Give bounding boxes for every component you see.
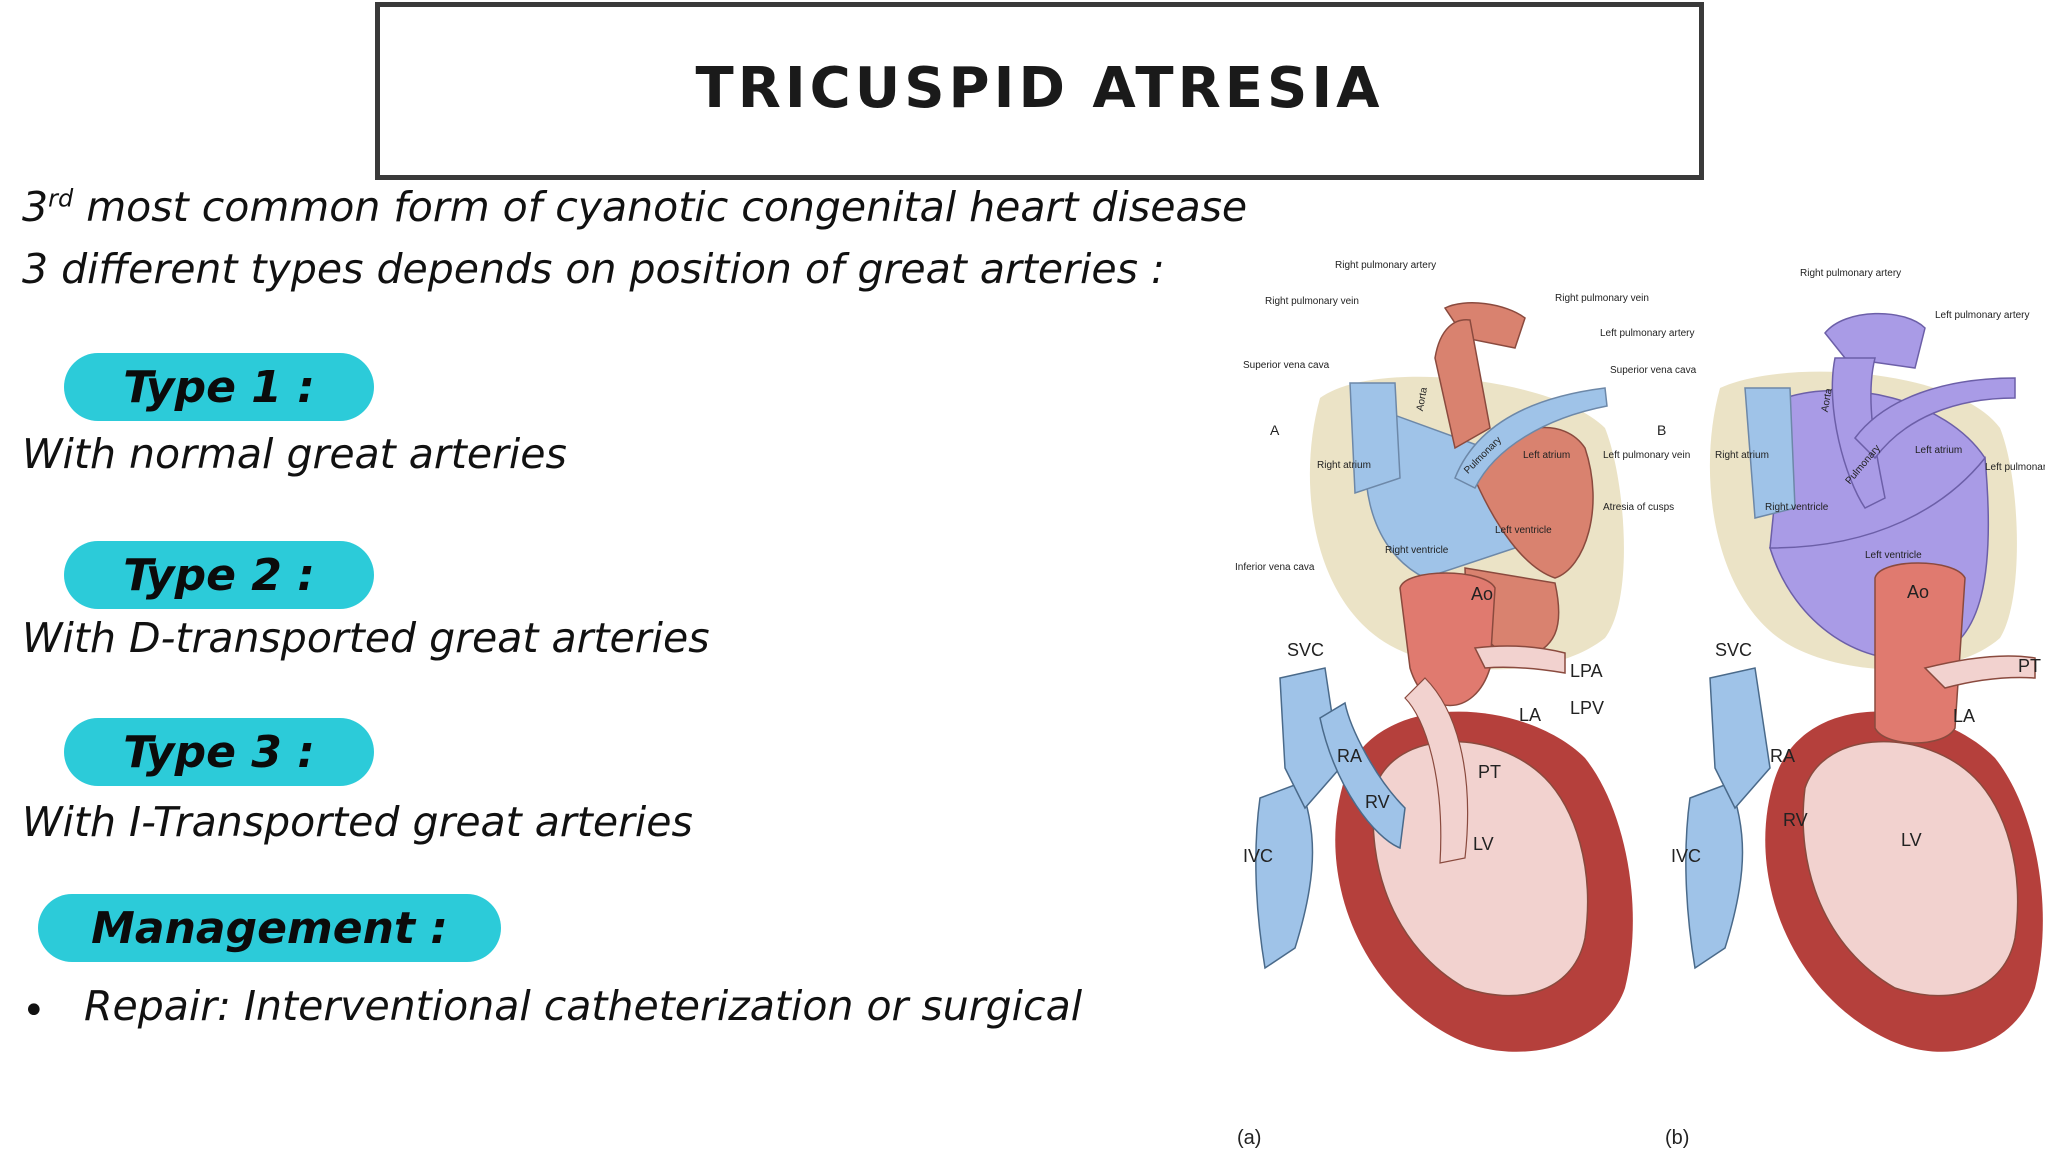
intro-ordinal: 3 (22, 183, 49, 231)
mid-superior-vena-cava-label: Superior vena cava (1610, 365, 1697, 376)
a-lpv-label: LPV (1570, 698, 1604, 718)
a-lpa-label: LPA (1570, 661, 1603, 681)
a-superior-vena-cava-label: Superior vena cava (1243, 360, 1330, 371)
heart-diagrams: A Right pulmonary artery Right pulmonary… (1225, 248, 2048, 1152)
b-left-ventricle-label: Left ventricle (1865, 550, 1922, 561)
type-3-description: With I-Transported great arteries (22, 798, 693, 846)
b-rv-label: RV (1783, 810, 1808, 830)
type-1-pill: Type 1 : (64, 353, 374, 421)
panel-a-letter: A (1270, 422, 1280, 438)
mid-left-pulmonary-vein-label: Left pulmonary vein (1603, 450, 1690, 461)
mid-left-pulmonary-artery-label: Left pulmonary artery (1600, 328, 1695, 339)
b-left-atrium-label: Left atrium (1915, 445, 1962, 456)
b-la-label: LA (1953, 706, 1975, 726)
b-right-ventricle-label: Right ventricle (1765, 502, 1829, 513)
b-pt-label: PT (2018, 656, 2041, 676)
a-right-pulmonary-artery-label: Right pulmonary artery (1335, 260, 1436, 271)
b-caption: (b) (1665, 1127, 1689, 1149)
type-1-description: With normal great arteries (22, 430, 567, 478)
a-rv-label: RV (1365, 792, 1390, 812)
a-left-ventricle-label: Left ventricle (1495, 525, 1552, 536)
a-right-atrium-label: Right atrium (1317, 460, 1371, 471)
a-aorta-label: Aorta (1415, 386, 1430, 412)
a-inferior-vena-cava-label: Inferior vena cava (1235, 562, 1315, 573)
b-ra-label: RA (1770, 746, 1795, 766)
a-lv-label: LV (1473, 834, 1494, 854)
mid-atresia-of-cusps-label: Atresia of cusps (1603, 502, 1674, 513)
top-panel-b: B Right pulmonary artery Left pulmonary … (1657, 268, 2048, 670)
b-left-pulmonary-vein-label: Left pulmonary vein (1985, 462, 2045, 473)
management-item: Repair: Interventional catheterization o… (84, 982, 1083, 1030)
a-caption: (a) (1237, 1127, 1261, 1149)
b-lv-label: LV (1901, 830, 1922, 850)
panel-b-letter: B (1657, 422, 1666, 438)
top-middle-labels: Right pulmonary vein Left pulmonary arte… (1555, 293, 1697, 513)
a-svc-label: SVC (1287, 640, 1324, 660)
b-left-pulmonary-artery-label: Left pulmonary artery (1935, 310, 2030, 321)
a-ivc-label: IVC (1243, 846, 1273, 866)
b-ivc-label: IVC (1671, 846, 1701, 866)
management-pill: Management : (38, 894, 501, 962)
top-panel-a: A Right pulmonary artery Right pulmonary… (1235, 260, 1624, 670)
a-right-pulmonary-vein-label: Right pulmonary vein (1265, 296, 1359, 307)
b-right-pulmonary-artery-label: Right pulmonary artery (1800, 268, 1901, 279)
intro-line-1: 3rd most common form of cyanotic congeni… (22, 183, 1247, 231)
b-svc-label: SVC (1715, 640, 1752, 660)
a-right-ventricle-label: Right ventricle (1385, 545, 1449, 556)
type-3-pill: Type 3 : (64, 718, 374, 786)
a-la-label: LA (1519, 705, 1541, 725)
title-box: TRICUSPID ATRESIA (375, 2, 1704, 180)
intro-line-1-text: most common form of cyanotic congenital … (73, 183, 1248, 231)
intro-line-2: 3 different types depends on position of… (22, 245, 1165, 293)
slide-title: TRICUSPID ATRESIA (695, 55, 1384, 121)
a-ao-label: Ao (1471, 584, 1493, 604)
heart-diagrams-svg: A Right pulmonary artery Right pulmonary… (1235, 260, 2048, 1149)
b-ao-label: Ao (1907, 582, 1929, 602)
a-left-atrium-label: Left atrium (1523, 450, 1570, 461)
a-ra-label: RA (1337, 746, 1362, 766)
b-aorta-label: Aorta (1820, 387, 1835, 413)
b-right-atrium-label: Right atrium (1715, 450, 1769, 461)
intro-ordinal-suffix: rd (48, 184, 74, 213)
bottom-heart-a: Ao SVC LPA LPV LA RA PT RV LV IVC (a) (1237, 572, 1633, 1149)
type-2-pill: Type 2 : (64, 541, 374, 609)
a-pt-label: PT (1478, 762, 1501, 782)
type-2-description: With D-transported great arteries (22, 614, 710, 662)
mid-right-pulmonary-vein-label: Right pulmonary vein (1555, 293, 1649, 304)
bottom-heart-b: Ao SVC PT LA RA RV LV IVC (b) (1665, 562, 2043, 1149)
bullet-icon: • (22, 988, 46, 1034)
